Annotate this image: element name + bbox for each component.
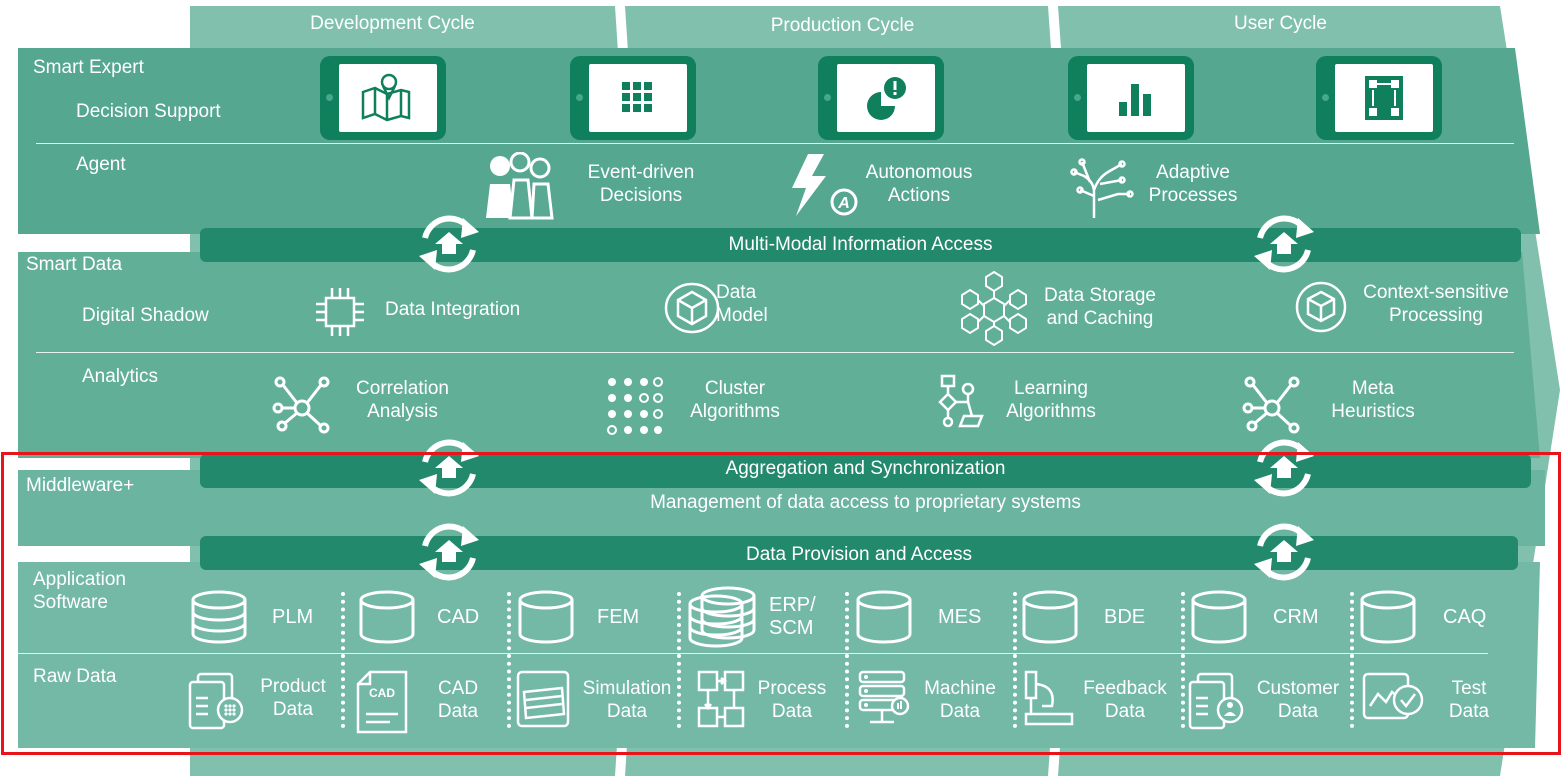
cycle-header-production: Production Cycle	[770, 15, 915, 36]
cad-file-icon: CAD	[356, 670, 408, 734]
circuit-tree-icon	[1070, 158, 1134, 218]
map-pin-icon	[361, 73, 411, 122]
dots-cluster-icon	[607, 377, 663, 435]
tablet-bar-chart	[1068, 56, 1194, 140]
bar-chart-icon	[1119, 84, 1151, 116]
tablet-map-pin	[320, 56, 446, 140]
label-middleware: Middleware+	[26, 475, 135, 496]
column-separator	[341, 592, 345, 728]
divider	[36, 143, 1514, 144]
network-icon	[272, 376, 330, 434]
divider	[36, 352, 1514, 353]
app-software-label: ERP/SCM	[769, 594, 816, 639]
divider	[18, 653, 1488, 654]
column-separator	[507, 592, 511, 728]
cycle-header-user: User Cycle	[1234, 13, 1327, 34]
app-software-label: CRM	[1273, 606, 1319, 628]
flow-diagram-icon	[938, 374, 984, 428]
process-icon	[697, 670, 745, 728]
tablet-grid	[570, 56, 696, 140]
cube-circle-icon	[1295, 281, 1347, 333]
tablet-pie-alert	[818, 56, 944, 140]
layer-middleware	[18, 470, 1545, 546]
bar-data-provision-label: Data Provision and Access	[745, 544, 972, 565]
lightning-icon: A	[792, 154, 858, 216]
machine-icon	[858, 670, 910, 724]
app-software-label: MES	[938, 606, 982, 628]
column-separator	[677, 592, 681, 728]
tablet-flowchart	[1316, 56, 1442, 140]
highlight-frame	[1, 452, 1561, 755]
label-digital-shadow: Digital Shadow	[82, 305, 209, 326]
label-smart-expert: Smart Expert	[33, 57, 144, 78]
customer-doc-icon	[1188, 672, 1244, 730]
app-software-label: PLM	[272, 606, 314, 628]
pie-alert-icon	[867, 77, 906, 120]
svg-text:A: A	[837, 195, 850, 212]
cube-icon	[664, 282, 720, 334]
grid-icon	[622, 82, 652, 112]
label-raw-data: Raw Data	[33, 666, 117, 687]
label-application: Application	[33, 569, 126, 590]
column-separator	[1350, 592, 1354, 728]
middleware-management-label: Management of data access to proprietary…	[650, 492, 1081, 513]
simulation-icon	[516, 670, 570, 728]
cycle-header-development: Development Cycle	[310, 13, 475, 34]
app-software-label: FEM	[597, 606, 640, 628]
label-agent: Agent	[76, 154, 126, 175]
layer-smart-expert	[18, 48, 1540, 234]
chip-icon	[316, 288, 364, 336]
column-separator	[1181, 592, 1185, 728]
label-analytics: Analytics	[82, 366, 159, 387]
microscope-icon	[1024, 670, 1074, 726]
bar-multi-modal-label: Multi-Modal Information Access	[728, 234, 993, 255]
label-smart-data: Smart Data	[26, 254, 123, 275]
app-software-label: CAQ	[1443, 606, 1487, 628]
layer-smart-data	[18, 252, 1540, 458]
column-separator	[845, 592, 849, 728]
digital-shadow-item-label: Data Integration	[385, 299, 521, 320]
product-doc-icon	[188, 672, 244, 730]
cube-network-icon	[961, 270, 1027, 346]
flowchart-icon	[1365, 76, 1403, 120]
bar-aggregation-label: Aggregation and Synchronization	[725, 458, 1006, 479]
network-icon	[1242, 376, 1300, 434]
label-decision-support: Decision Support	[76, 101, 221, 122]
column-separator	[1013, 592, 1017, 728]
label-software: Software	[33, 592, 108, 613]
people-icon	[486, 152, 554, 220]
app-software-label: BDE	[1104, 606, 1146, 628]
test-chart-icon	[1362, 672, 1424, 720]
svg-text:CAD: CAD	[369, 686, 395, 700]
app-software-label: CAD	[437, 606, 480, 628]
